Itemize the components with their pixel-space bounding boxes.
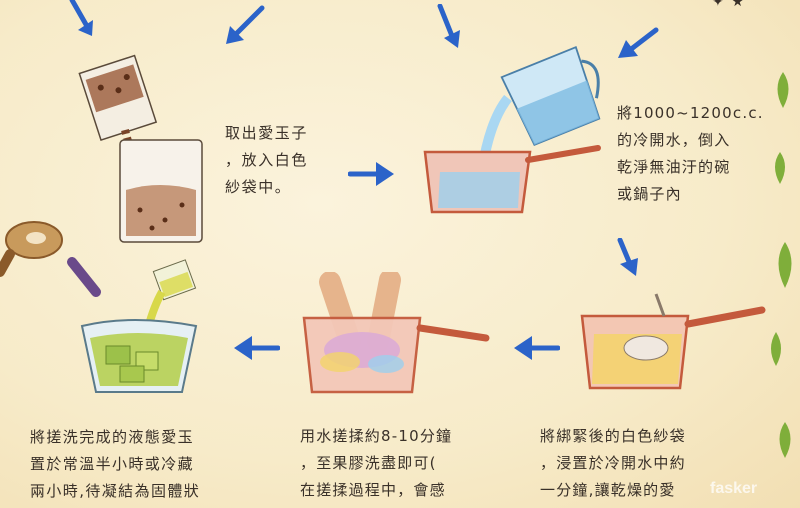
arrow-down-icon	[437, 4, 460, 48]
step1-text: 取出愛玉子 ，放入白色 紗袋中。	[225, 124, 309, 196]
soaking-pot-illustration	[580, 293, 766, 390]
leaf-decoration-icon	[764, 330, 788, 368]
leaf-decoration-icon	[772, 420, 798, 460]
leaf-decoration-icon	[768, 150, 792, 186]
kneading-pot-illustration	[302, 272, 490, 394]
top-right-text-fragment: ✦ ★	[712, 0, 746, 10]
step2-text: 將1000~1200c.c. 的冷開水，倒入 乾淨無油汙的碗 或鍋子內	[617, 104, 764, 203]
step4-text: 用水搓揉約8-10分鐘 ，至果膠洗盡即可( 在搓揉過程中，會感	[300, 427, 453, 499]
wooden-spoon-icon	[0, 221, 63, 277]
arrow-down-left-icon	[226, 5, 265, 44]
leaf-decoration-icon	[770, 240, 800, 290]
arrow-down-left-icon	[618, 27, 659, 58]
watermark-text: fasker	[710, 480, 758, 497]
step3-text: 將綁緊後的白色紗袋 ，浸置於冷開水中約 一分鐘,讓乾燥的愛	[540, 427, 686, 499]
arrow-left-icon	[514, 336, 560, 360]
arrow-right-icon	[348, 162, 394, 186]
arrow-down-icon	[69, 0, 93, 36]
arrow-left-icon	[234, 336, 280, 360]
arrow-down-icon	[617, 238, 638, 276]
seed-packet-illustration	[78, 54, 203, 243]
leaf-decoration-icon	[770, 70, 796, 110]
pitcher-pot-illustration	[423, 46, 601, 214]
step5-text: 將搓洗完成的液態愛玉 置於常溫半小時或冷藏 兩小時,待凝結為固體狀	[30, 428, 201, 500]
jelly-bowl-illustration	[67, 257, 198, 393]
